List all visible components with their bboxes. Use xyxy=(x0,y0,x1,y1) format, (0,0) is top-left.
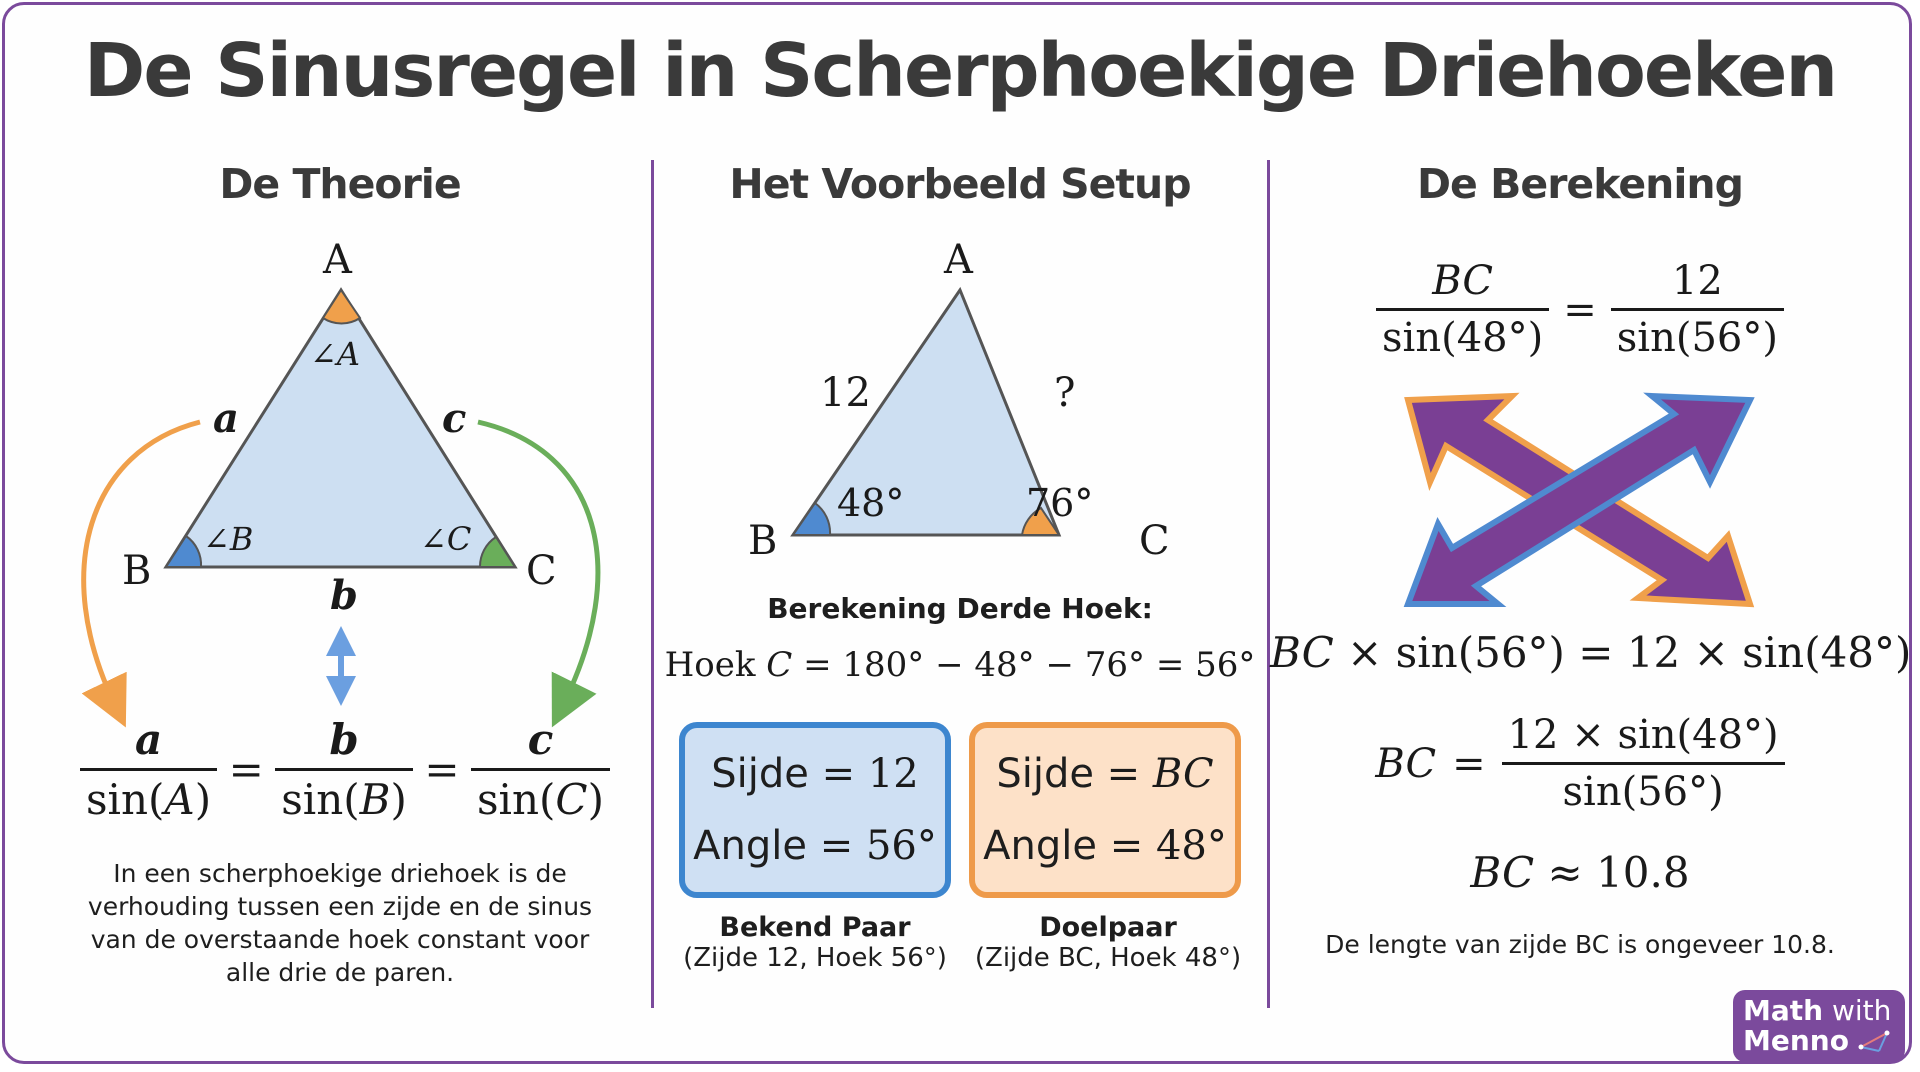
target-pair-caption: Doelpaar (Zijde BC, Hoek 48°) xyxy=(974,912,1242,973)
triangle-logo-icon xyxy=(1858,1030,1890,1052)
angle-C-value: 76° xyxy=(1026,481,1094,525)
vertex-label-B: B xyxy=(748,518,778,564)
side-label-a: a xyxy=(213,395,239,442)
arrow-up-left xyxy=(1403,392,1755,607)
theory-description: In een scherphoekige driehoek is de verh… xyxy=(87,859,593,987)
angle-label-C: ∠C xyxy=(420,520,472,558)
page-title: De Sinusregel in Scherphoekige Driehoeke… xyxy=(83,28,1838,114)
vertex-label-B: B xyxy=(122,548,152,594)
heading-calculation: De Berekening xyxy=(1417,160,1744,208)
equals-sign: = xyxy=(228,745,264,794)
side-label-c: c xyxy=(442,395,467,442)
cross-multiplied-equation: BC × sin(56°) = 12 × sin(48°) xyxy=(1270,628,1912,677)
target-pair-box: Sijde = BC Angle = 48° xyxy=(969,722,1241,898)
angle-C-marker xyxy=(1020,506,1061,536)
equals-sign: = xyxy=(424,745,460,794)
example-triangle-diagram xyxy=(790,286,1062,537)
angle-label-A: ∠A xyxy=(310,335,360,373)
heading-example: Het Voorbeeld Setup xyxy=(729,160,1191,208)
arrow-c-icon xyxy=(477,419,601,728)
angle-label-B: ∠B xyxy=(203,520,254,558)
vertex-label-C: C xyxy=(1139,518,1170,564)
vertex-label-A: A xyxy=(323,237,352,283)
known-pair-caption: Bekend Paar (Zijde 12, Hoek 56°) xyxy=(683,912,947,973)
column-divider-1 xyxy=(651,160,654,1008)
heading-theory: De Theorie xyxy=(219,160,461,208)
angle-A-marker xyxy=(321,288,362,325)
conclusion-text: De lengte van zijde BC is ongeveer 10.8. xyxy=(1325,930,1835,959)
angle-C-marker xyxy=(478,535,517,568)
triangle-shape xyxy=(790,286,1062,537)
vertex-label-C: C xyxy=(526,548,557,594)
result-equation: BC ≈ 10.8 xyxy=(1470,848,1690,897)
angle-B-value: 48° xyxy=(837,481,905,525)
theory-triangle-diagram xyxy=(81,287,601,728)
third-angle-equation: Hoek C = 180° − 48° − 76° = 56° xyxy=(664,645,1256,685)
third-angle-heading: Berekening Derde Hoek: xyxy=(767,592,1153,625)
side-label-b: b xyxy=(330,572,358,619)
triangle-shape xyxy=(163,287,518,569)
cross-multiply-arrows-icon xyxy=(1403,392,1755,608)
arrow-a-icon xyxy=(81,419,201,728)
isolated-BC-equation: BC = 12 × sin(48°)sin(56°) xyxy=(1270,712,1890,815)
math-with-menno-logo: Math with Menno xyxy=(1733,990,1905,1062)
angle-B-marker xyxy=(164,534,203,568)
vertex-label-A: A xyxy=(944,237,973,283)
known-pair-box: Sijde = 12 Angle = 56° xyxy=(679,722,951,898)
angle-B-marker xyxy=(791,501,832,536)
double-arrow-b-icon xyxy=(326,626,356,706)
side-AB-length: 12 xyxy=(820,370,871,416)
column-divider-2 xyxy=(1267,160,1270,1008)
side-AC-unknown: ? xyxy=(1054,370,1076,416)
